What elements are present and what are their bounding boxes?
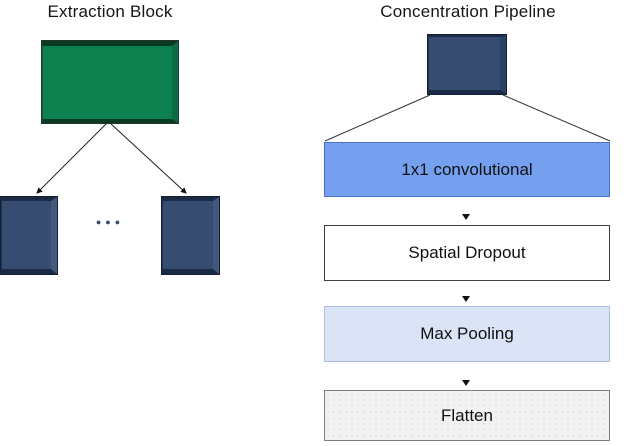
arrow-to-left-block-icon xyxy=(36,122,108,194)
extraction-block-3d-box xyxy=(41,40,179,124)
feature-block-right-3d-box xyxy=(161,196,220,275)
stage-flatten: Flatten xyxy=(324,390,610,441)
expansion-line-left xyxy=(324,94,431,142)
concentration-pipeline-title: Concentration Pipeline xyxy=(380,2,556,21)
stage-spatial-dropout: Spatial Dropout xyxy=(324,225,610,281)
arrow-to-right-block-icon xyxy=(109,122,187,194)
stage-max-pooling: Max Pooling xyxy=(324,306,610,362)
ellipsis-dots-icon: ●●● xyxy=(95,217,125,227)
pipeline-input-3d-box xyxy=(427,34,507,95)
down-arrow-icon xyxy=(462,296,470,302)
feature-block-left-3d-box xyxy=(0,196,58,275)
stage-label: Max Pooling xyxy=(420,324,514,343)
stage-label: Flatten xyxy=(441,405,493,425)
stage-label: Spatial Dropout xyxy=(408,243,526,262)
expansion-line-right xyxy=(502,94,611,142)
stage-1x1-convolutional: 1x1 convolutional xyxy=(324,142,610,197)
down-arrow-icon xyxy=(462,214,470,220)
stage-label: 1x1 convolutional xyxy=(401,159,533,179)
extraction-block-title: Extraction Block xyxy=(47,2,173,21)
down-arrow-icon xyxy=(462,380,470,386)
